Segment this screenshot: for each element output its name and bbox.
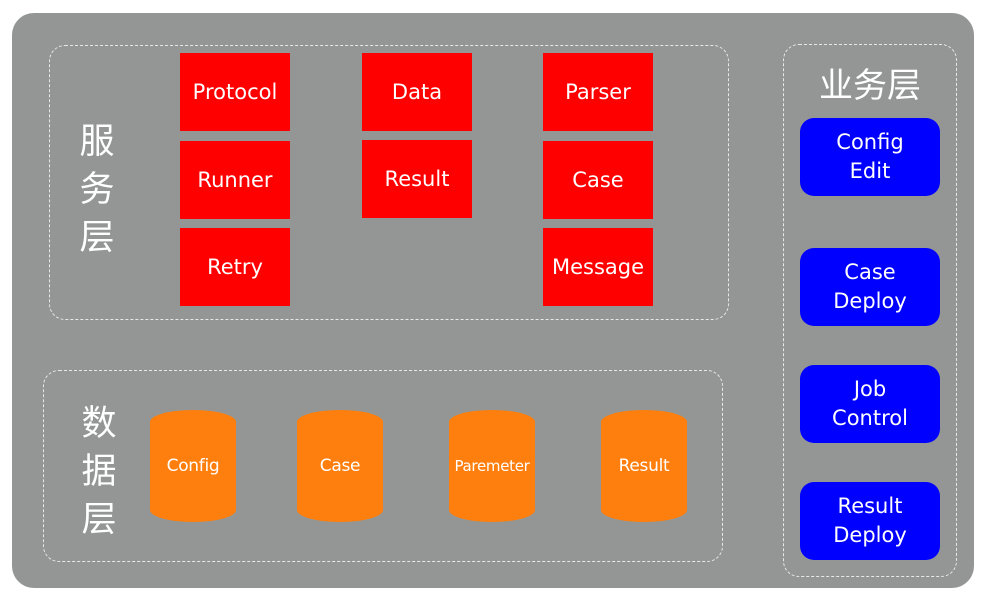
datastore-paremeter: Paremeter [449, 410, 535, 522]
datastore-result: Result [601, 410, 687, 522]
action-job-control-line2: Control [832, 406, 908, 430]
action-case-deploy-line2: Deploy [833, 289, 907, 313]
service-layer-label-char-2: 务 [79, 170, 115, 210]
data-layer-label-char-1: 数 [81, 404, 117, 444]
data-layer-label-char-3: 层 [81, 500, 117, 540]
data-layer-panel [43, 370, 723, 562]
datastore-case: Case [297, 410, 383, 522]
module-retry: Retry [180, 228, 290, 306]
action-result-deploy-line1: Result [837, 494, 903, 518]
action-job-control: Job Control [800, 365, 940, 443]
action-config-edit-line1: Config [836, 130, 904, 154]
action-result-deploy-line2: Deploy [833, 523, 907, 547]
module-case: Case [543, 141, 653, 219]
business-layer-panel [783, 44, 957, 577]
service-layer-panel [49, 45, 729, 320]
action-config-edit-line2: Edit [849, 159, 891, 183]
service-layer-label: 服 务 层 [73, 118, 121, 262]
business-layer-title: 业务层 [819, 66, 921, 106]
service-layer-label-char-3: 层 [79, 218, 115, 258]
datastore-config: Config [150, 410, 236, 522]
action-case-deploy-line1: Case [844, 260, 896, 284]
module-protocol: Protocol [180, 53, 290, 131]
module-data: Data [362, 53, 472, 131]
module-parser: Parser [543, 53, 653, 131]
action-result-deploy: Result Deploy [800, 482, 940, 560]
data-layer-label: 数 据 层 [75, 400, 123, 544]
module-message: Message [543, 228, 653, 306]
service-layer-label-char-1: 服 [79, 122, 115, 162]
action-job-control-line1: Job [853, 377, 887, 401]
module-runner: Runner [180, 141, 290, 219]
action-case-deploy: Case Deploy [800, 248, 940, 326]
action-config-edit: Config Edit [800, 118, 940, 196]
module-result: Result [362, 140, 472, 218]
data-layer-label-char-2: 据 [81, 452, 117, 492]
